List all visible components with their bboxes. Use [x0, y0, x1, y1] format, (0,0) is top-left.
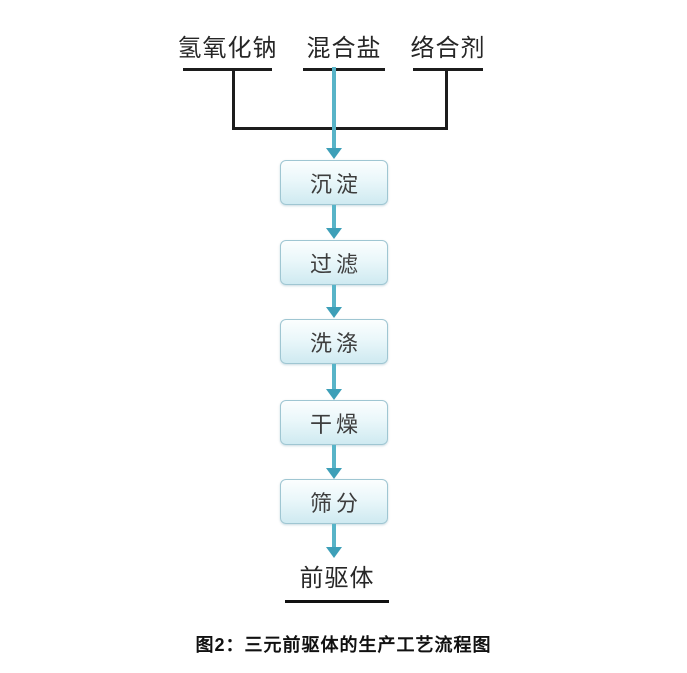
flow-arrow-head-1 — [326, 228, 342, 239]
input-label-mixed-salt: 混合盐 — [306, 35, 382, 62]
input-node-mixed-salt: 混合盐 — [303, 33, 385, 71]
step-label-drying: 干燥 — [309, 411, 362, 437]
connector-line-left-vertical — [232, 71, 235, 130]
flow-arrow-shaft-3 — [332, 364, 336, 389]
output-node-precursor: 前驱体 — [285, 558, 389, 603]
output-label-precursor: 前驱体 — [299, 565, 375, 592]
step-box-drying: 干燥 — [280, 400, 388, 445]
step-box-precipitation: 沉淀 — [280, 160, 388, 205]
figure-caption: 图2：三元前驱体的生产工艺流程图 — [195, 635, 492, 655]
step-box-filtration: 过滤 — [280, 240, 388, 285]
flow-arrow-shaft-main — [332, 67, 336, 148]
flow-arrow-head-2 — [326, 307, 342, 318]
step-label-precipitation: 沉淀 — [309, 171, 362, 197]
step-label-filtration: 过滤 — [309, 251, 362, 277]
flow-arrow-shaft-4 — [332, 445, 336, 468]
input-node-complexing-agent: 络合剂 — [411, 33, 485, 71]
flow-arrow-shaft-5 — [332, 524, 336, 547]
connector-line-right-vertical — [445, 71, 448, 130]
step-label-washing: 洗涤 — [309, 330, 362, 356]
flow-arrow-head-3 — [326, 389, 342, 400]
step-label-sieving: 筛分 — [309, 490, 362, 516]
flow-arrow-head-main — [326, 148, 342, 159]
step-box-sieving: 筛分 — [280, 479, 388, 524]
connector-line-horizontal — [232, 127, 448, 130]
input-label-sodium-hydroxide: 氢氧化钠 — [177, 35, 278, 62]
step-box-washing: 洗涤 — [280, 319, 388, 364]
input-node-sodium-hydroxide: 氢氧化钠 — [178, 33, 277, 71]
flow-arrow-head-4 — [326, 468, 342, 479]
flow-arrow-shaft-1 — [332, 205, 336, 228]
flow-arrow-shaft-2 — [332, 285, 336, 307]
input-label-complexing-agent: 络合剂 — [410, 35, 486, 62]
flow-arrow-head-5 — [326, 547, 342, 558]
